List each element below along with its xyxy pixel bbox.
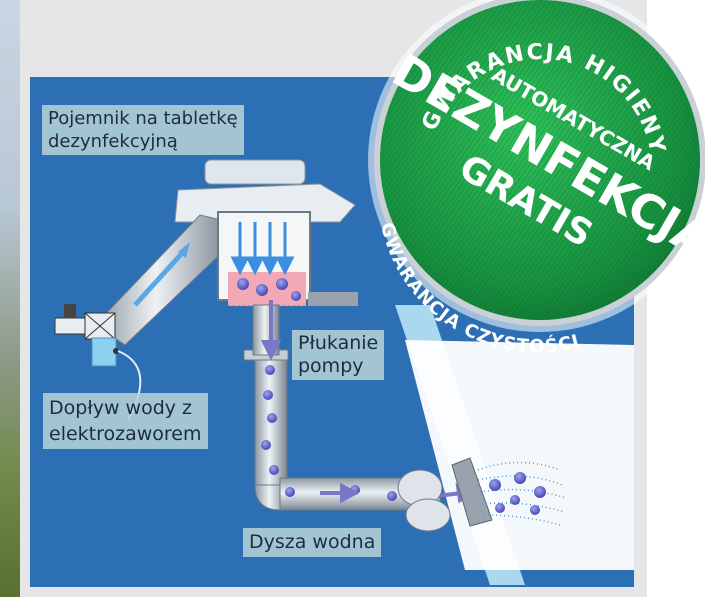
lid-top <box>204 159 306 185</box>
label-tablet-container: Pojemnik na tabletkę dezynfekcyjną <box>42 105 244 155</box>
valve-cap <box>64 304 76 318</box>
solenoid-coil <box>91 337 117 367</box>
valve-connector <box>54 317 86 335</box>
container-handle <box>308 292 358 306</box>
inlet-flow-line <box>133 248 187 307</box>
spray-bubbles <box>489 472 546 515</box>
label-water-nozzle: Dysza wodna <box>243 528 382 557</box>
label-water-inlet: Dopływ wody z elektrozaworem <box>43 393 208 449</box>
nozzle-outlet <box>451 457 493 527</box>
dosing-arrows <box>230 222 295 276</box>
glass-surface <box>405 340 634 570</box>
tablet-bubbles <box>237 278 301 301</box>
inlet-flow-arrow <box>178 242 190 258</box>
label-pump-rinse: Płukanie pompy <box>292 330 385 380</box>
nozzle-base <box>405 498 451 532</box>
hygiene-badge <box>368 0 705 332</box>
